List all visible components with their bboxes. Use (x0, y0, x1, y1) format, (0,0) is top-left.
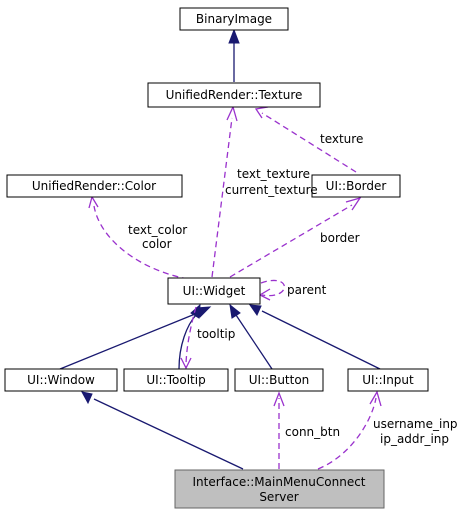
arrowhead-usage (226, 105, 238, 122)
node-label-line1: Interface::MainMenuConnect (192, 475, 365, 489)
arrowhead-usage (273, 391, 285, 407)
node-label: UI::Widget (183, 284, 246, 298)
node-label: UnifiedRender::Texture (166, 88, 303, 102)
inheritance-edges (59, 28, 381, 470)
node-main-menu-connect-server[interactable]: Interface::MainMenuConnect Server (174, 469, 385, 509)
node-unifiedrender-color[interactable]: UnifiedRender::Color (6, 174, 183, 198)
edge-window-widget (59, 311, 201, 370)
arrowhead-inherit (229, 303, 241, 319)
edge-main-window (93, 398, 244, 470)
arrowhead-usage (258, 288, 271, 301)
label-username-inp: username_inp (373, 417, 458, 431)
node-ui-button[interactable]: UI::Button (234, 368, 324, 392)
arrowhead-usage (345, 196, 362, 211)
node-label-line2: Server (259, 490, 298, 504)
label-color: color (142, 237, 172, 251)
node-label: UI::Window (27, 373, 95, 387)
label-border: border (320, 231, 360, 245)
node-label: UI::Tooltip (146, 373, 205, 387)
node-label: UI::Input (362, 373, 414, 387)
node-ui-input[interactable]: UI::Input (347, 368, 429, 392)
edge-widget-tooltip (185, 306, 197, 368)
edge-widget-border (229, 204, 353, 278)
arrowhead-usage (254, 106, 269, 119)
node-label: UnifiedRender::Color (32, 179, 156, 193)
node-binary-image[interactable]: BinaryImage (179, 7, 289, 31)
node-ui-window[interactable]: UI::Window (4, 368, 118, 392)
edge-widget-texture (211, 117, 233, 278)
arrowhead-usage (369, 390, 382, 407)
label-texture: texture (320, 132, 363, 146)
label-conn-btn: conn_btn (285, 425, 340, 439)
edge-labels: texture text_texture current_texture tex… (128, 132, 458, 446)
label-ip-addr-inp: ip_addr_inp (380, 432, 449, 446)
node-unifiedrender-texture[interactable]: UnifiedRender::Texture (147, 82, 321, 108)
edge-widget-parent (260, 279, 286, 297)
arrowhead-inherit (248, 304, 262, 317)
label-text-texture: text_texture (237, 167, 310, 181)
edge-input-widget (261, 310, 381, 370)
label-parent: parent (287, 283, 327, 297)
edge-widget-color (93, 205, 189, 280)
arrowhead-inherit (228, 28, 240, 44)
node-label: UI::Button (249, 373, 310, 387)
arrowhead-usage (180, 357, 192, 370)
node-ui-border[interactable]: UI::Border (311, 174, 401, 198)
edge-button-widget (235, 314, 273, 370)
node-label: BinaryImage (196, 12, 272, 26)
edge-border-texture (261, 112, 357, 173)
node-ui-tooltip[interactable]: UI::Tooltip (123, 368, 229, 392)
edge-main-input (317, 397, 377, 470)
label-tooltip: tooltip (197, 327, 235, 341)
label-current-texture: current_texture (225, 183, 318, 197)
usage-edges (88, 105, 382, 470)
arrowhead-inherit (81, 391, 93, 405)
node-ui-widget[interactable]: UI::Widget (167, 277, 261, 305)
node-label: UI::Border (326, 179, 387, 193)
edge-tooltip-widget (178, 314, 197, 370)
label-text-color: text_color (128, 223, 187, 237)
